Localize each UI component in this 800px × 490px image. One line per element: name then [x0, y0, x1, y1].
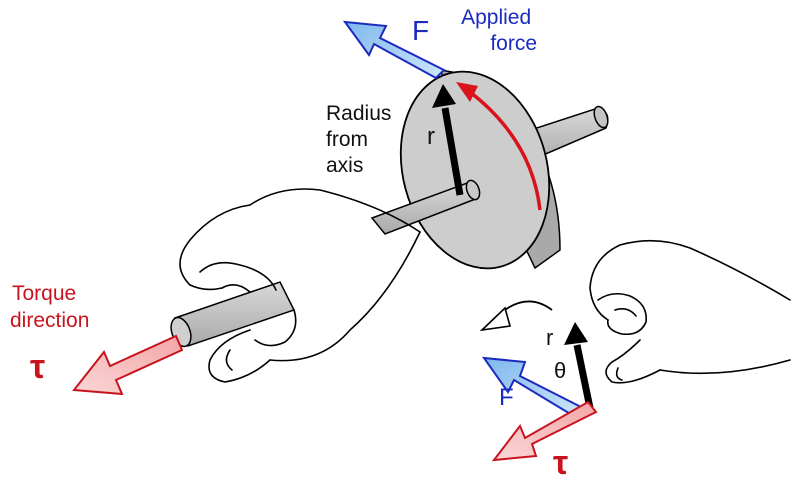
force-label-hand: F: [499, 384, 514, 411]
torque-direction-label: Torque direction: [10, 282, 89, 332]
force-arrow-top: [342, 20, 446, 80]
rotation-arrow: [456, 82, 542, 211]
radius-vector-hand: [564, 322, 594, 409]
radius-line1: Radius: [326, 102, 391, 125]
applied-force-line2: force: [490, 32, 537, 55]
radius-vector-wheel: [432, 84, 464, 196]
tau-symbol-hand: τ: [553, 444, 568, 482]
torque-arrow-hand: [491, 400, 598, 462]
right-hand: [589, 239, 791, 384]
axle-front: [170, 179, 481, 348]
radius-label: Radius from axis: [326, 102, 397, 177]
radius-symbol-wheel: r: [427, 123, 435, 150]
torque-line2: direction: [10, 309, 89, 332]
force-arrow-hand: [481, 356, 585, 420]
theta-symbol: θ: [554, 358, 566, 383]
wheel: [399, 69, 561, 270]
radius-line2: from: [326, 128, 368, 151]
torque-arrow-left: [72, 334, 184, 396]
radius-symbol-hand: r: [546, 325, 553, 350]
applied-force-line1: Applied: [461, 6, 531, 29]
tau-symbol-left: τ: [30, 348, 45, 386]
radius-line3: axis: [326, 154, 363, 177]
rotation-arc-small: [479, 300, 553, 332]
applied-force-label: Applied force: [461, 6, 537, 55]
left-hand: [179, 188, 421, 383]
force-label-top: F: [412, 15, 429, 46]
torque-line1: Torque: [12, 282, 76, 305]
